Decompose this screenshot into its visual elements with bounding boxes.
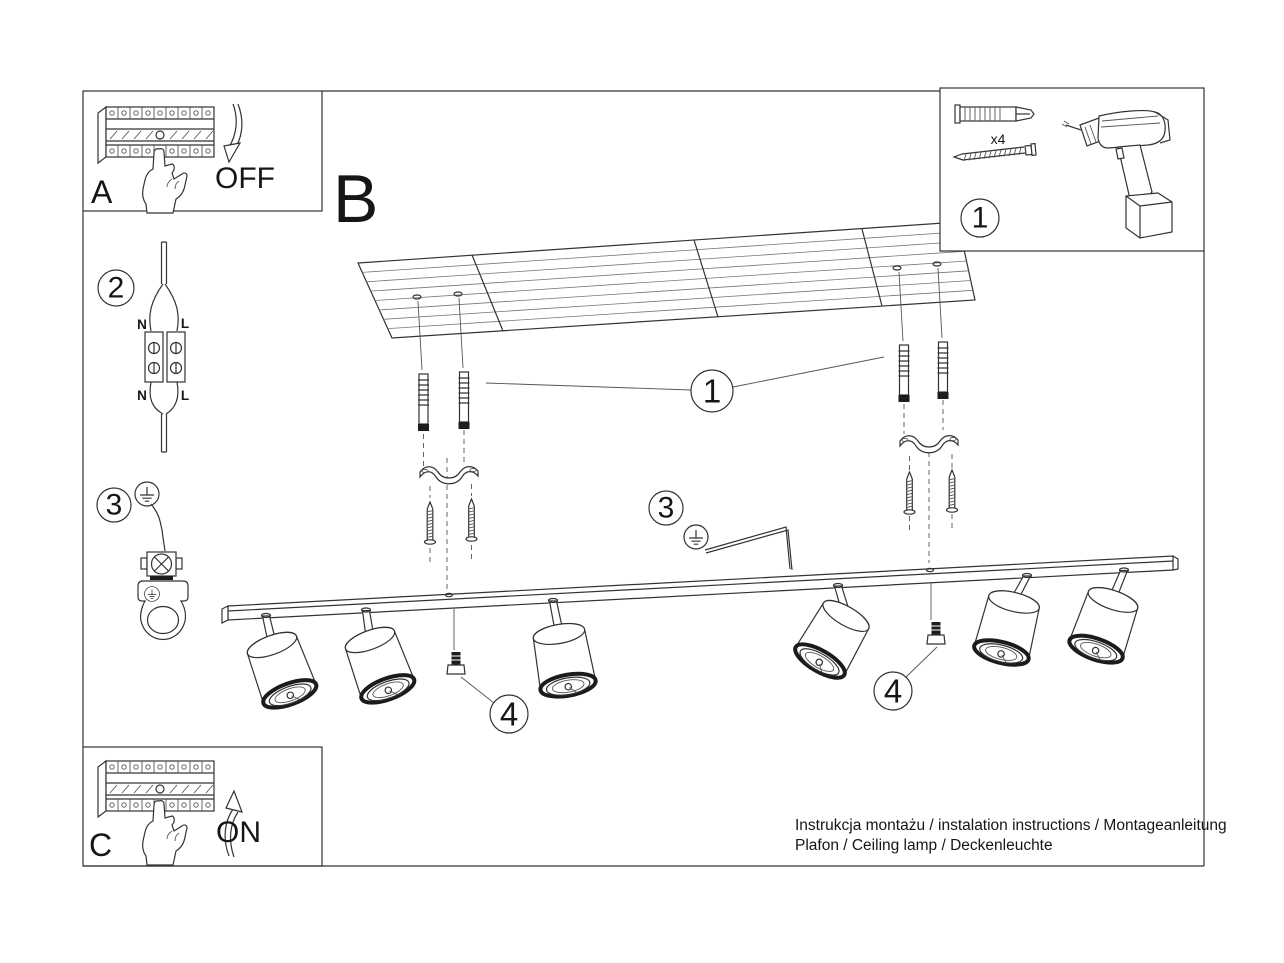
drill-icon [1061, 110, 1173, 239]
footer-line2: Plafon / Ceiling lamp / Deckenleuchte [795, 837, 1053, 854]
footer: Instrukcja montażu / instalation instruc… [795, 817, 1227, 854]
up-arrow-icon [224, 789, 243, 858]
grounding-step: 3 [96, 481, 189, 641]
svg-text:1: 1 [703, 373, 721, 410]
callout-4-left: 4 [489, 694, 529, 734]
earth-symbol-icon [134, 481, 160, 507]
footer-line1: Instrukcja montażu / instalation instruc… [795, 817, 1227, 834]
panel-c-label: C [89, 827, 112, 863]
callout-2: 2 [97, 269, 135, 307]
ground-wire-icon [150, 503, 166, 552]
svg-text:3: 3 [106, 489, 123, 522]
callout-3-main: 3 [648, 490, 684, 526]
wire-label-l-bottom: L [181, 388, 189, 403]
panel-b-label: B [333, 161, 378, 237]
svg-text:2: 2 [108, 272, 125, 305]
mounting-plate-icon [137, 580, 189, 641]
parts-panel: x4 1 [939, 87, 1205, 252]
mounting-bracket-icon [419, 435, 959, 485]
panel-c: ON C [82, 746, 323, 867]
page-frame [82, 90, 1205, 867]
wire-label-n-bottom: N [137, 388, 147, 403]
wiring-step: 2 N L N L [97, 241, 189, 453]
panel-a: OFF A [82, 90, 323, 214]
svg-text:4: 4 [500, 696, 518, 733]
earth-symbol-icon [683, 524, 709, 550]
mounting-rail [221, 555, 1179, 624]
terminal-block-icon [144, 331, 186, 383]
screw-icon [952, 142, 1037, 162]
ceiling-panel [357, 221, 976, 371]
svg-text:1: 1 [972, 202, 989, 235]
callout-1-kit: 1 [960, 198, 1000, 238]
supply-cable-icon [149, 241, 179, 453]
panel-a-label: A [91, 174, 113, 210]
callout-1: 1 [690, 369, 734, 413]
set-screw-icon [926, 621, 946, 645]
off-label: OFF [215, 162, 275, 195]
wall-plug-icon [417, 341, 950, 432]
set-screw-icon [446, 651, 466, 675]
anchor-count-label: x4 [991, 131, 1006, 147]
wire-label-l-top: L [181, 316, 189, 331]
callout-3-left: 3 [96, 487, 132, 523]
ceiling-hole [412, 261, 942, 300]
mounting-screw-icon [423, 469, 959, 545]
ground-wire-icon [704, 526, 793, 571]
down-arrow-icon [223, 103, 243, 164]
on-label: ON [216, 816, 261, 849]
main-illustration: B [221, 161, 1179, 734]
ground-clamp-icon [140, 551, 183, 580]
svg-text:3: 3 [658, 492, 675, 525]
svg-text:4: 4 [884, 673, 902, 710]
callout-4-right: 4 [873, 671, 913, 711]
wire-label-n-top: N [137, 317, 147, 332]
wall-plug-icon [954, 104, 1035, 124]
